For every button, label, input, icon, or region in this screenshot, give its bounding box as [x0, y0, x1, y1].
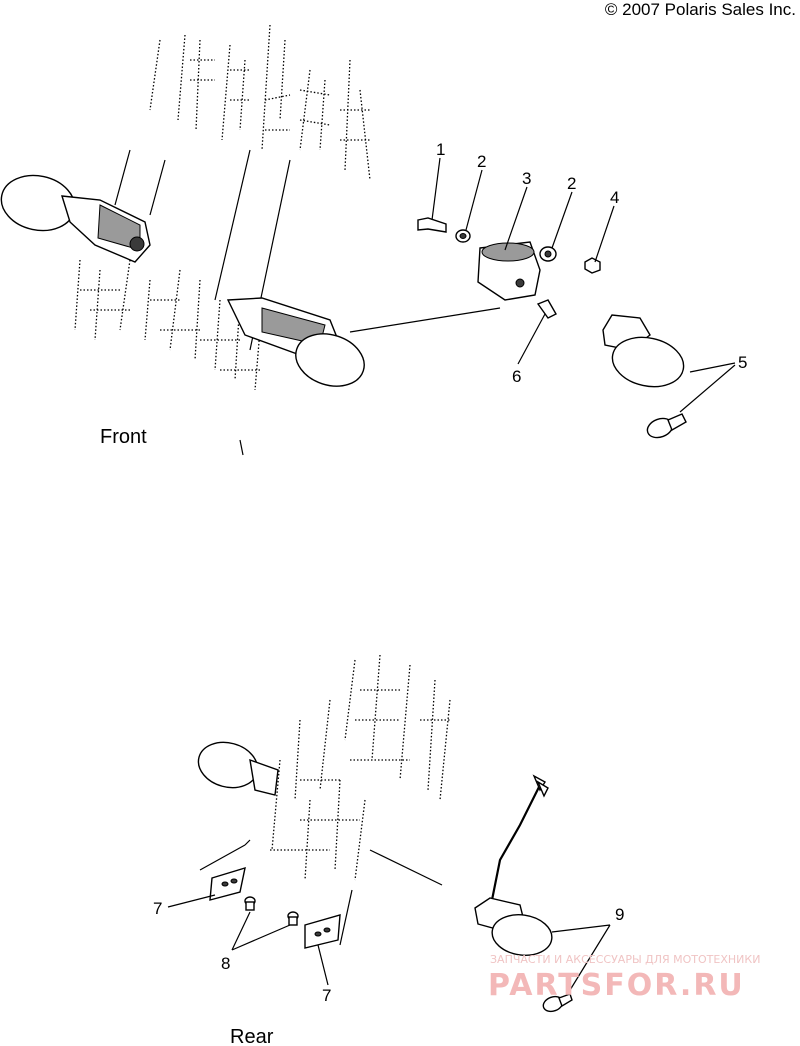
screw-part-6 [536, 299, 557, 319]
plate-part-7b [304, 889, 353, 949]
washer-part-2a [455, 229, 471, 243]
watermark: ЗАПЧАСТИ И АКСЕССУАРЫ ДЛЯ МОТОТЕХНИКИ PA… [488, 953, 760, 1003]
nut-part-4 [584, 257, 601, 274]
section-label-rear: Rear [230, 1026, 274, 1046]
callout-6: 6 [512, 367, 521, 386]
callout-2b: 2 [567, 174, 576, 193]
watermark-brand: PARTSFOR.RU [488, 968, 745, 1003]
screw-part-8a [244, 896, 256, 911]
rear-signal-assembly-part-9 [474, 774, 553, 956]
callout-7a: 7 [153, 899, 162, 918]
callout-1: 1 [436, 140, 445, 159]
plate-part-7a [199, 839, 251, 901]
callout-4: 4 [610, 188, 619, 207]
signal-assembly-part-5 [602, 314, 685, 388]
front-leader-lines [431, 157, 736, 413]
rear-bulb-part-9 [542, 993, 573, 1013]
rear-frame-hatching [270, 654, 451, 886]
front-right-turn-signal [226, 297, 501, 387]
callout-3: 3 [522, 169, 531, 188]
rear-leader-lines [167, 894, 611, 996]
callout-7b: 7 [322, 986, 331, 1005]
front-frame-hatching [74, 24, 371, 456]
callout-5: 5 [738, 353, 747, 372]
bracket-part-3 [477, 241, 541, 301]
bulb-part-5 [646, 413, 687, 439]
bolt-part-1 [417, 217, 447, 233]
callout-9: 9 [615, 905, 624, 924]
section-label-front: Front [100, 426, 147, 448]
washer-part-2b [539, 246, 557, 262]
copyright-notice: © 2007 Polaris Sales Inc. [604, 0, 796, 19]
screw-part-8b [287, 911, 299, 926]
rear-left-turn-signal [197, 741, 279, 796]
watermark-tagline: ЗАПЧАСТИ И АКСЕССУАРЫ ДЛЯ МОТОТЕХНИКИ [490, 953, 760, 966]
callout-8: 8 [221, 954, 230, 973]
front-left-turn-signal [0, 174, 151, 263]
callout-2a: 2 [477, 152, 486, 171]
